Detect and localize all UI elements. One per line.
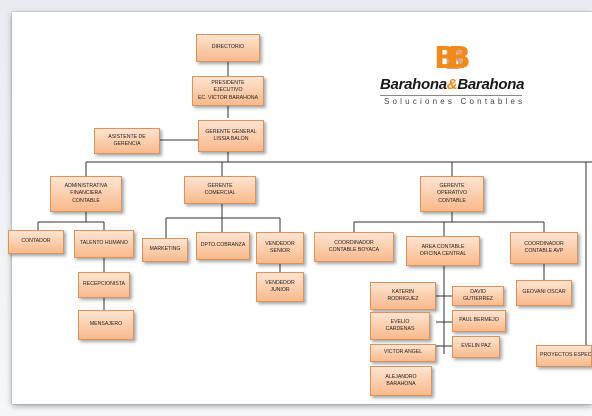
node-proyectos-especiales: PROYECTOS ESPECIALES xyxy=(536,345,592,367)
logo-ampersand: & xyxy=(446,76,458,93)
logo-divider xyxy=(380,95,522,96)
node-paul-bermejo: PAUL BERMEJO xyxy=(452,310,506,332)
node-coordinador-boyaca: COORDINADOR CONTABLE BOYACA xyxy=(314,232,394,262)
logo-name-part1: Barahona xyxy=(380,76,447,93)
node-area-contable: AREA CONTABLE OFICINA CENTRAL xyxy=(406,236,480,266)
logo-name: Barahona&Barahona xyxy=(380,76,524,93)
company-logo: B BB Barahona&Barahona Soluciones Contab… xyxy=(378,44,528,110)
node-vendedor-senior: VENDEDOR SENIOR xyxy=(256,232,304,264)
logo-tagline: Soluciones Contables xyxy=(384,97,526,106)
node-marketing: MARKETING xyxy=(142,238,188,262)
node-talento-humano: TALENTO HUMANO xyxy=(74,230,134,258)
node-asistente: ASISTENTE DE GERENCIA xyxy=(94,128,160,154)
logo-mark: BB xyxy=(434,41,471,76)
node-katerin-rodriguez: KATERIN RODRIGUEZ xyxy=(370,282,436,310)
node-contador: CONTADOR xyxy=(8,230,64,254)
node-presidente: PRESIDENTE EJECUTIVO EC. VICTOR BARAHONA xyxy=(192,76,264,106)
node-alejandro-barahona: ALEJANDRO BARAHONA xyxy=(370,366,432,396)
node-directorio: DIRECTORIO xyxy=(196,34,260,62)
logo-mark-shadow: B xyxy=(444,43,466,76)
node-recepcionista: RECEPCIONISTA xyxy=(78,272,130,298)
node-gerente-comercial: GERENTE COMERCIAL xyxy=(184,176,256,204)
node-victor-angel: VICTOR ANGEL xyxy=(370,344,436,362)
node-coordinador-avp: COORDINADOR CONTABLE AVP xyxy=(510,232,578,264)
node-evelin-paz: EVELIN PAZ xyxy=(452,336,500,358)
node-geovani-oscar: GEOVANI OSCAR xyxy=(516,280,572,306)
node-evelio-cardenas: EVELIO CARDENAS xyxy=(370,312,430,340)
node-administrativa: ADMINISTRATIVA FINANCIERA CONTABLE xyxy=(50,176,122,212)
node-vendedor-junior: VENDEDOR JUNIOR xyxy=(256,272,304,302)
node-dpto-cobranza: DPTO.COBRANZA xyxy=(196,232,250,260)
node-mensajero: MENSAJERO xyxy=(78,310,134,340)
node-david-gutierrez: DAVID GUTIERREZ xyxy=(452,286,504,306)
node-gerente-general: GERENTE GENERAL LISSIA BALON xyxy=(198,120,264,152)
logo-name-part2: Barahona xyxy=(457,76,525,93)
node-gerente-operativo: GERENTE OPERATIVO CONTABLE xyxy=(420,176,484,212)
